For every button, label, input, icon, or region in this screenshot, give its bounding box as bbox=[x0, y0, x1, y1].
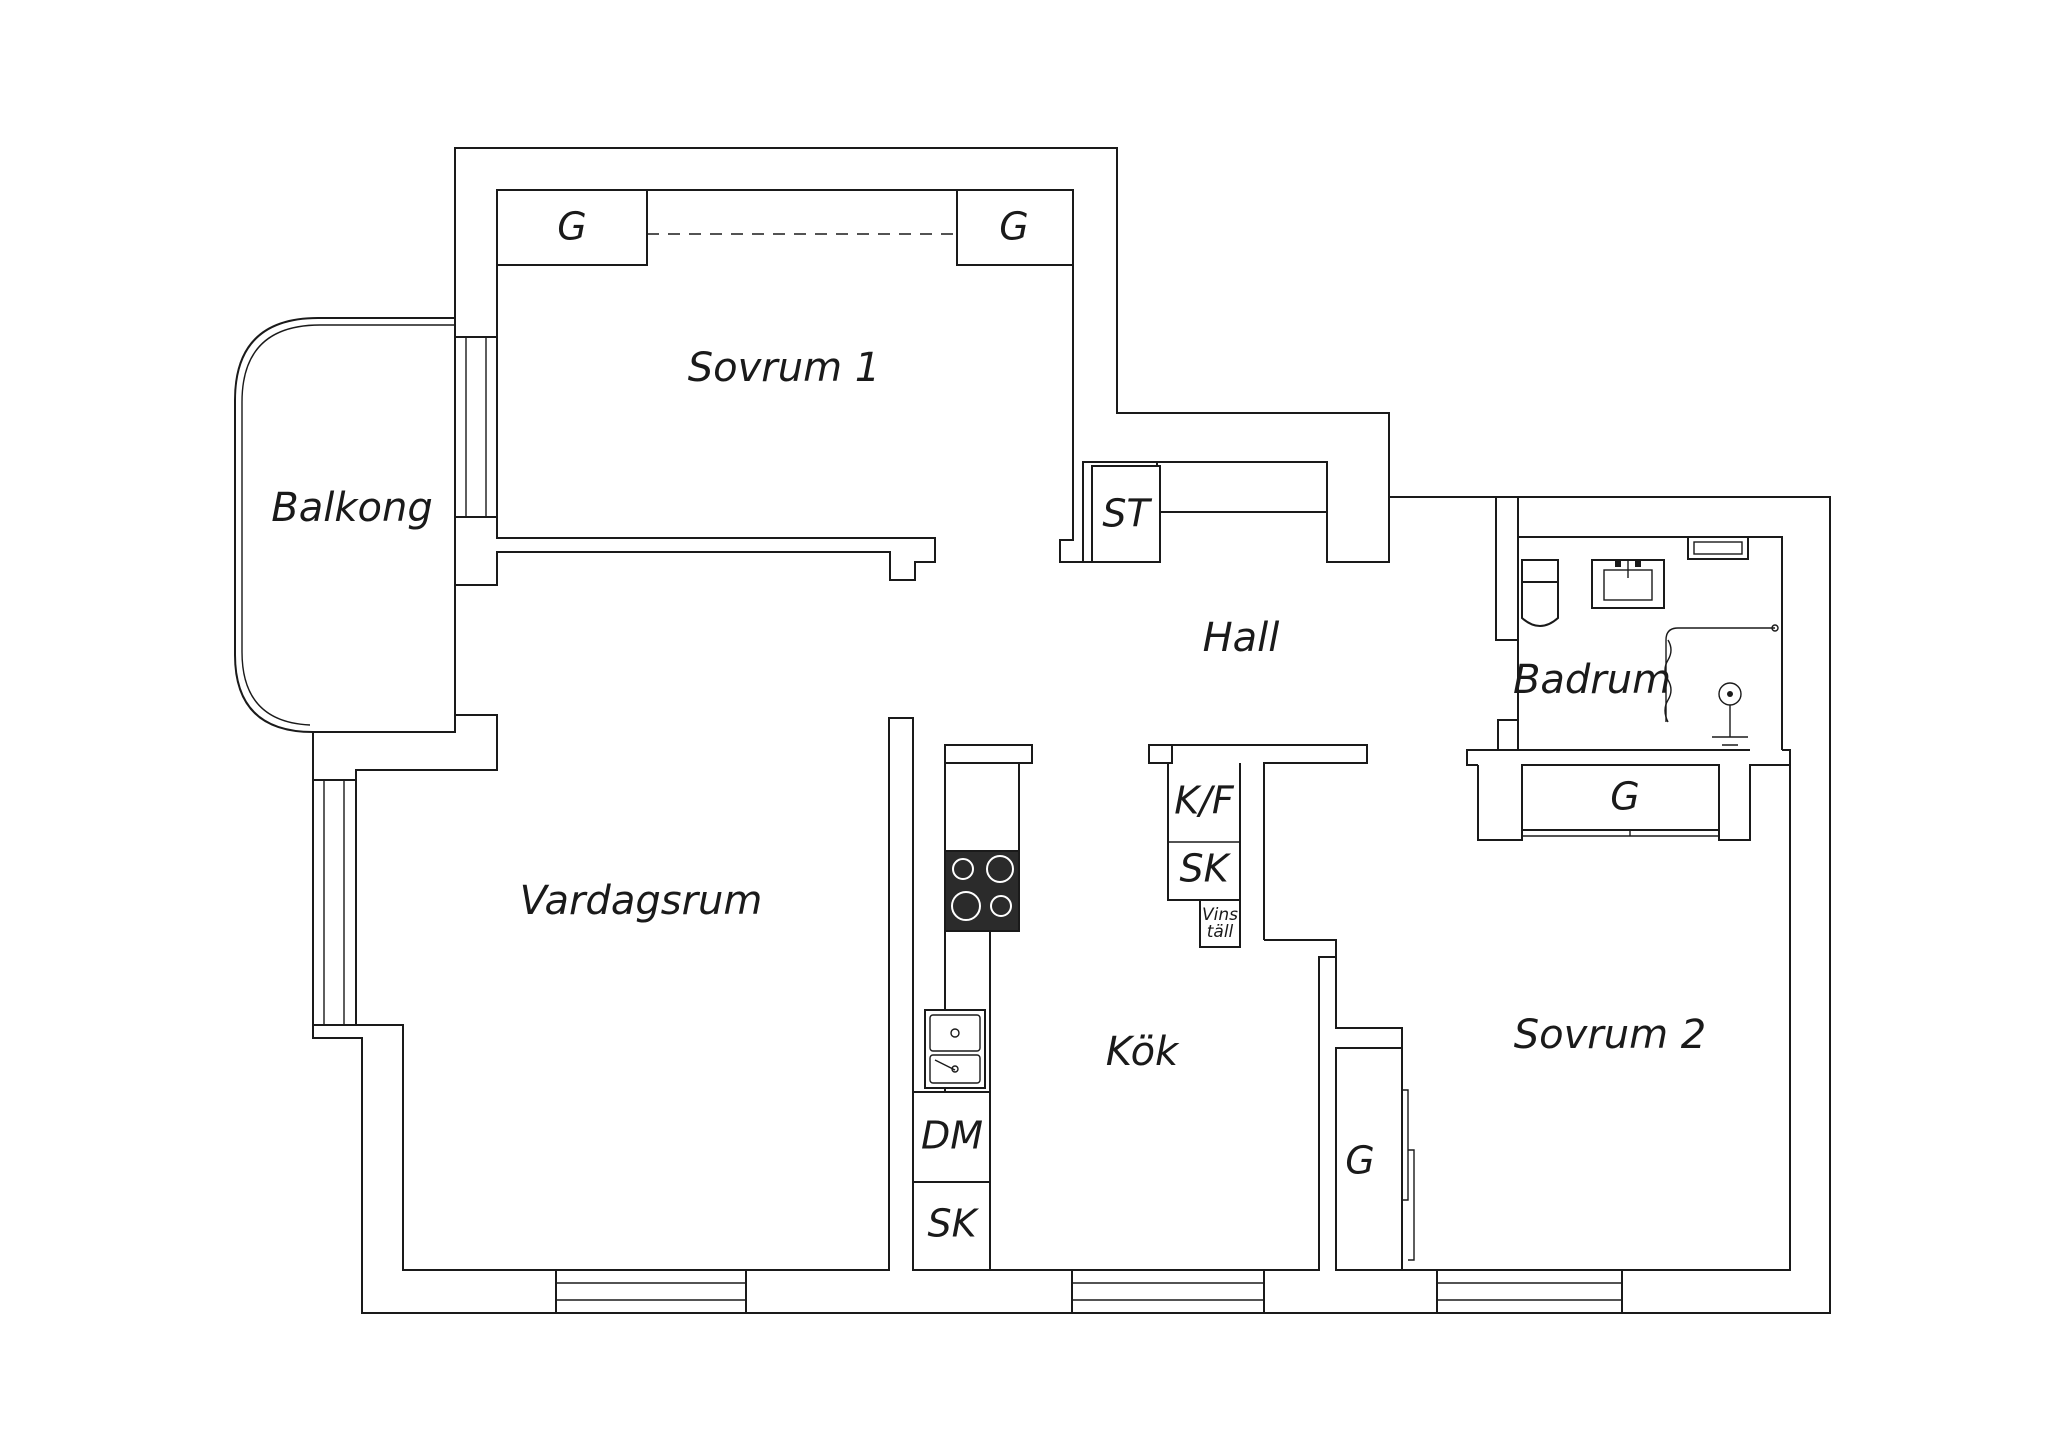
room-label-sovrum-2: Sovrum 2 bbox=[1514, 1012, 1706, 1058]
hall-cabinet: SK bbox=[1179, 847, 1231, 891]
kitchen-cabinet: SK bbox=[912, 1181, 991, 1271]
dishwasher: DM bbox=[912, 1091, 991, 1183]
wardrobe-sovrum2-top-label: G bbox=[1610, 775, 1639, 819]
wardrobe-sovrum2-top: G bbox=[1521, 764, 1720, 837]
room-label-sovrum-1: Sovrum 1 bbox=[688, 345, 880, 391]
toilet bbox=[1521, 559, 1559, 627]
wardrobe-left: G bbox=[496, 189, 648, 266]
wine-cooler-label-line2: täll bbox=[1207, 922, 1234, 942]
shower bbox=[1664, 624, 1779, 746]
outer-walls bbox=[312, 147, 1831, 1314]
wardrobe-sovrum2-side: G bbox=[1335, 1047, 1415, 1271]
room-label-vardagsrum: Vardagsrum bbox=[520, 878, 763, 924]
dishwasher-label: DM bbox=[921, 1114, 983, 1158]
bathroom-sink bbox=[1591, 559, 1665, 609]
wardrobe-left-label: G bbox=[557, 205, 586, 249]
wardrobe-right-label: G bbox=[999, 205, 1028, 249]
windows bbox=[312, 336, 1623, 1314]
balcony bbox=[234, 317, 455, 733]
fridge-freezer-label: K/F bbox=[1174, 779, 1235, 823]
kitchen-cabinet-label: SK bbox=[927, 1202, 979, 1246]
storage-label: ST bbox=[1102, 492, 1152, 536]
wine-cooler: Vins täll bbox=[1199, 899, 1241, 948]
room-label-balkong: Balkong bbox=[271, 485, 432, 531]
room-label-badrum: Badrum bbox=[1513, 657, 1671, 703]
storage-closet: ST bbox=[1091, 465, 1161, 563]
hall-cabinet-label: SK bbox=[1179, 847, 1231, 891]
stove bbox=[944, 850, 1020, 932]
kitchen-sink bbox=[924, 1009, 986, 1089]
fridge-freezer: K/F bbox=[1174, 779, 1235, 823]
room-label-kok: Kök bbox=[1106, 1029, 1180, 1075]
kitchen-counter-top bbox=[944, 762, 1020, 852]
wardrobe-right: G bbox=[956, 189, 1074, 266]
wardrobe-sovrum2-side-label: G bbox=[1345, 1139, 1374, 1183]
room-label-hall: Hall bbox=[1203, 615, 1280, 661]
wine-cooler-label-line1: Vins bbox=[1202, 905, 1238, 925]
bathroom-cabinet bbox=[1687, 536, 1749, 560]
